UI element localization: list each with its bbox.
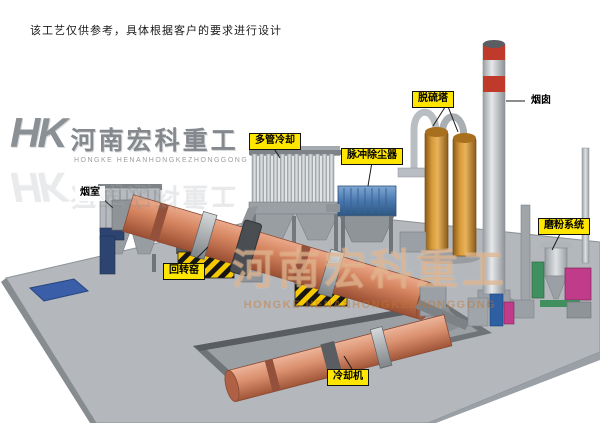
- logo-company-name: 河南宏科重工: [70, 127, 239, 155]
- label-rotary-kiln: 回转窑: [163, 263, 205, 280]
- logo-latin-name: HONGKE HENANHONGKEZHONGGONG: [74, 157, 249, 164]
- chimney-band-lower: [483, 76, 505, 92]
- label-cooling-machine: 冷却机: [327, 369, 369, 386]
- label-grinding-system: 磨粉系统: [538, 218, 590, 235]
- leader-lines: [100, 100, 562, 370]
- logo-reflection: HK 河南宏科重工: [10, 164, 260, 211]
- pulse-dust-collector: [326, 185, 397, 254]
- multi-tube-cooler: [234, 146, 342, 256]
- logo-row: HK 河南宏科重工: [10, 112, 260, 154]
- disclaimer-text: 该工艺仅供参考，具体根据客户的要求进行设计: [30, 25, 282, 37]
- logo-monogram: HK: [10, 109, 68, 156]
- label-smoke-chamber: 烟室: [75, 186, 105, 201]
- company-logo: HK 河南宏科重工 HONGKE HENANHONGKEZHONGGONG HK…: [10, 112, 260, 212]
- rotary-kiln-body: [122, 194, 435, 320]
- label-multi-tube-cooler: 多管冷却: [249, 133, 301, 150]
- desulfurization-towers: [397, 108, 480, 264]
- grinding-system-cluster: [467, 147, 592, 327]
- magenta-mill-unit: [564, 267, 592, 301]
- blue-slab: [28, 278, 90, 302]
- green-pipe-unit: [531, 261, 545, 299]
- label-chimney: 烟囱: [526, 94, 556, 109]
- logo-reflection-monogram: HK: [10, 164, 65, 211]
- label-pulse-dust-collector: 脉冲除尘器: [341, 148, 403, 165]
- chimney-band-top: [483, 44, 505, 60]
- label-desulfurization-tower: 脱硫塔: [412, 91, 454, 108]
